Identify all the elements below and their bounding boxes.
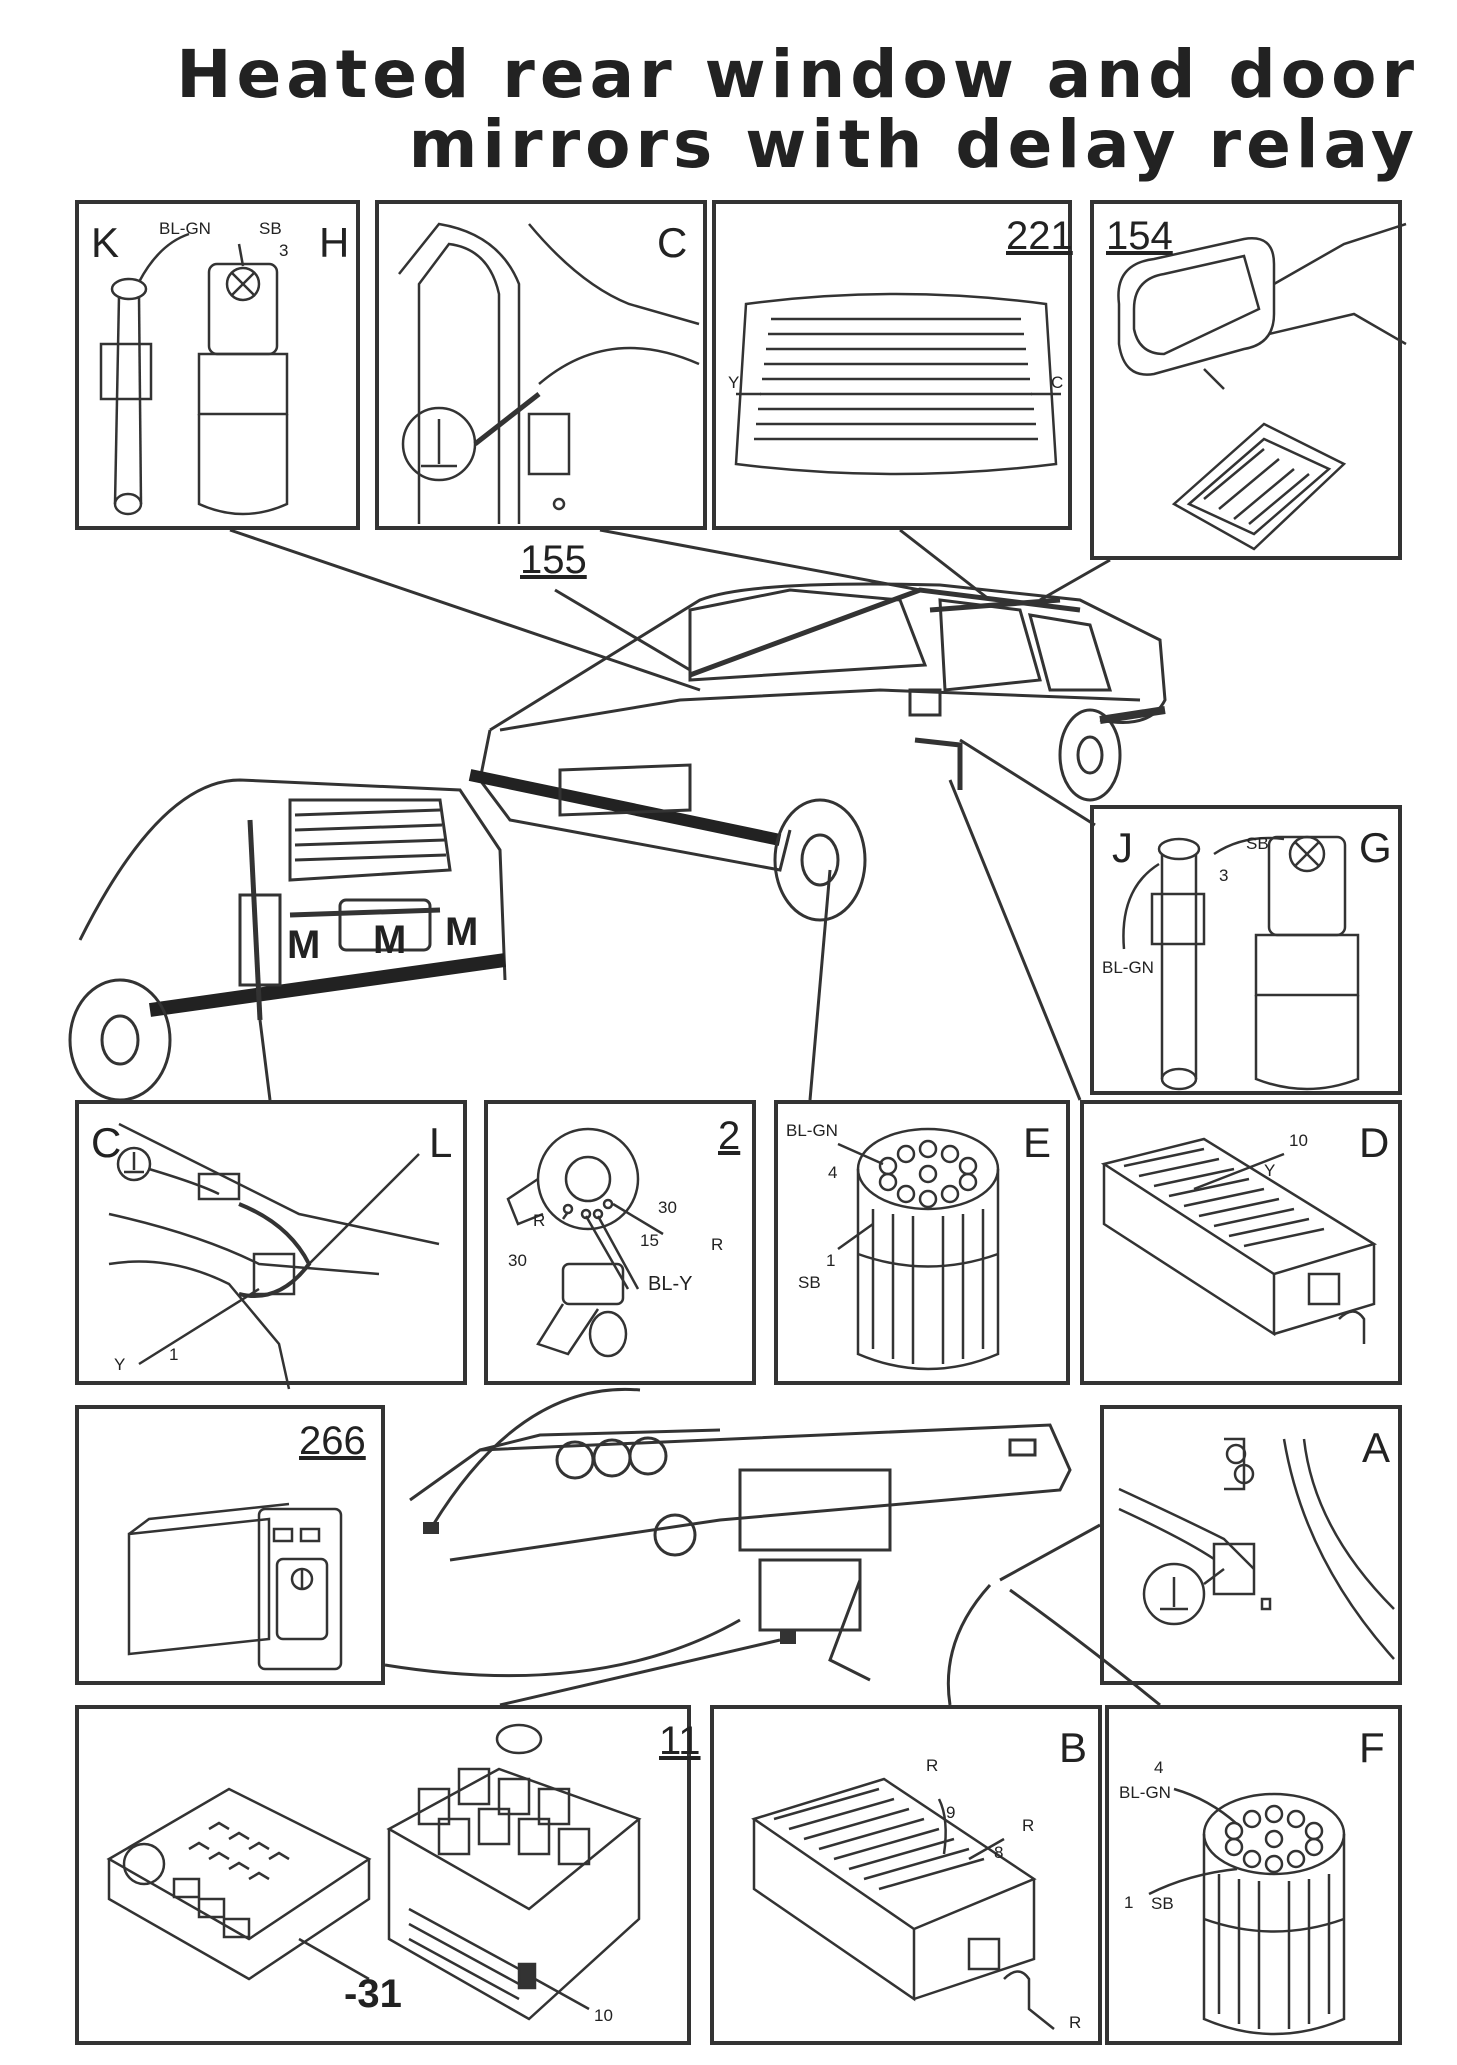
- label-L: L: [429, 1119, 453, 1166]
- pin-number-1: 1: [169, 1345, 179, 1364]
- wire-color-r: R: [1022, 1816, 1035, 1835]
- connector-e-drawing: [837, 1127, 1000, 1371]
- diagram-title-line-1: Heated rear window and door: [176, 36, 1419, 113]
- pin-number-10: 10: [1289, 1131, 1308, 1150]
- connector-block: [423, 1522, 439, 1534]
- wire-color-sb: SB: [259, 219, 282, 238]
- label-C: C: [91, 1119, 122, 1166]
- wire-color-sb: SB: [1246, 834, 1269, 853]
- label-G: G: [1359, 824, 1392, 871]
- connector-j-g-drawing: [1122, 835, 1360, 1091]
- pin-number-1: 1: [826, 1251, 836, 1270]
- diagram-title-line-2: mirrors with delay relay: [408, 106, 1419, 183]
- label-D: D: [1359, 1119, 1390, 1166]
- pin-number-8: 8: [994, 1843, 1004, 1862]
- wire-color-bl-gn: BL-GN: [1119, 1783, 1171, 1802]
- label-H: H: [319, 219, 350, 266]
- label-K: K: [91, 219, 120, 266]
- wire-color-r: R: [1069, 2013, 1082, 2032]
- panel-ground-a: A: [1100, 1405, 1402, 1685]
- panel-door-mirror-154: 154: [1090, 200, 1407, 560]
- ground-point-m: M: [445, 910, 479, 954]
- label-B: B: [1059, 1724, 1088, 1771]
- component-number-221: 221: [1006, 214, 1073, 258]
- connector-b-drawing: [751, 1777, 1055, 2030]
- wire-color-y: Y: [114, 1355, 126, 1374]
- panel-rear-window-221: 221 Y C: [712, 200, 1073, 530]
- ground-point-m: M: [287, 923, 321, 967]
- terminal-30: 30: [508, 1251, 527, 1270]
- panel-connector-b: B R 9 R 8 R: [710, 1705, 1102, 2045]
- ground-a-drawing: [1118, 1437, 1395, 1660]
- door-mirror-heater-drawing: [1117, 222, 1407, 551]
- wire-color-bl-gn: BL-GN: [786, 1121, 838, 1140]
- panel-connector-e: E BL-GN 4 1 SB: [774, 1100, 1070, 1385]
- panel-connector-k-h: K H BL-GN SB 3: [75, 200, 360, 530]
- panel-switch-266: 266: [75, 1405, 385, 1685]
- panel-connector-f: F 4 BL-GN 1 SB: [1105, 1705, 1402, 2045]
- terminal-30: 30: [658, 1198, 677, 1217]
- connector-k-h-drawing: [99, 232, 289, 516]
- panel-ignition-switch-2: 2 R 30 30 R 15 BL-Y: [484, 1100, 756, 1385]
- wire-color-y: Y: [728, 373, 740, 392]
- component-number-266: 266: [299, 1419, 366, 1463]
- wire-color-y: Y: [1264, 1161, 1276, 1180]
- panel-ground-c-l: C L Y 1: [75, 1100, 467, 1390]
- pin-number-4: 4: [828, 1163, 838, 1182]
- fuse-relay-box-drawing: [106, 1723, 642, 2021]
- pin-number-9: 9: [946, 1803, 956, 1822]
- label-E: E: [1023, 1119, 1052, 1166]
- panel-connector-j-g: J G SB 3 BL-GN: [1090, 805, 1402, 1095]
- component-number-155: 155: [520, 538, 587, 582]
- connector-d-drawing: [1100, 1137, 1378, 1344]
- pin-number-4: 4: [1154, 1758, 1164, 1777]
- rear-window-grid-drawing: [734, 292, 1061, 476]
- panel-fuse-box-11: 11 -31 10: [75, 1705, 701, 2045]
- wire-color-bl-gn: BL-GN: [1102, 958, 1154, 977]
- dashboard-illustration: [409, 1423, 1072, 1682]
- ignition-switch-drawing: [506, 1127, 664, 1358]
- wire-color-r: R: [533, 1211, 546, 1230]
- wire-color-r: R: [926, 1756, 939, 1775]
- label-A: A: [1362, 1424, 1391, 1471]
- panel-connector-d: D 10 Y: [1080, 1100, 1402, 1385]
- wire-color-bl-gn: BL-GN: [159, 219, 211, 238]
- label-F: F: [1359, 1724, 1385, 1771]
- label-J: J: [1112, 824, 1133, 871]
- wire-color-c: C: [1051, 373, 1064, 392]
- component-number-11: 11: [659, 1719, 701, 1763]
- ground-c-l-drawing: [108, 1122, 440, 1390]
- component-number-2: 2: [718, 1114, 741, 1158]
- ground-c-drawing: [398, 222, 700, 524]
- connector-f-drawing: [1148, 1787, 1346, 2036]
- pin-number-1: 1: [1124, 1893, 1134, 1912]
- pin-number-3: 3: [279, 241, 289, 260]
- wire-color-sb: SB: [1151, 1894, 1174, 1913]
- ground-point-m: M: [373, 918, 407, 962]
- pin-number-3: 3: [1219, 866, 1229, 885]
- fuse-label-31: -31: [344, 1972, 402, 2016]
- relay-position-10: 10: [594, 2006, 613, 2025]
- wire-color-bl-y: BL-Y: [648, 1273, 693, 1295]
- component-number-154: 154: [1106, 214, 1173, 258]
- connector-block: [780, 1630, 796, 1644]
- label-C: C: [657, 219, 688, 266]
- rear-window-switch-drawing: [127, 1502, 343, 1671]
- sedan-illustration: [468, 582, 1167, 922]
- wire-color-sb: SB: [798, 1273, 821, 1292]
- wire-color-r: R: [711, 1235, 724, 1254]
- panel-ground-c-top: C: [375, 200, 707, 530]
- terminal-15: 15: [640, 1231, 659, 1250]
